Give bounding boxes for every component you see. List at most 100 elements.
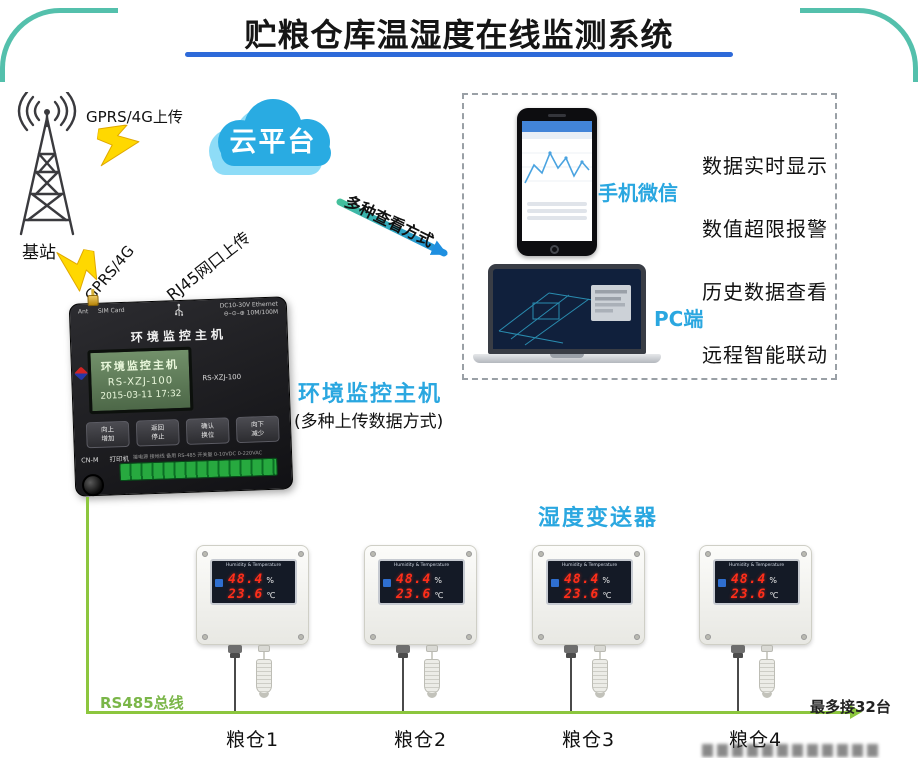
sensor-cable: [737, 657, 739, 711]
display-logo-icon: [383, 579, 391, 587]
screw-icon: [298, 634, 304, 640]
max-units-label: 最多接32台: [810, 698, 891, 716]
cloud-platform-label: 云平台: [229, 127, 317, 158]
probe-cable: [766, 652, 768, 660]
host-sub-label: (多种上传数据方式): [294, 412, 444, 432]
probe-icon: [256, 659, 272, 694]
granary-label: 粮仓2: [393, 729, 448, 751]
screw-icon: [538, 551, 544, 557]
cnm-port-label: CN-M: [81, 455, 99, 465]
probe-cable: [263, 652, 265, 660]
phone-app-subheader: [522, 132, 592, 139]
probe-gland: [426, 645, 438, 652]
probe-gland: [761, 645, 773, 652]
cnm-round-connector: [81, 473, 105, 497]
phone-wechat-label: 手机微信: [598, 181, 678, 205]
lcd-line-3: 2015-03-11 17:32: [100, 388, 182, 402]
lcd-line-1: 环境监控主机: [100, 358, 180, 374]
probe-tip: [595, 693, 605, 698]
cable-gland: [564, 645, 578, 653]
rs485-wire-horizontal: [86, 711, 852, 714]
sensor-enclosure: Humidity & Temperature 48.4% 23.6℃: [532, 545, 645, 645]
cable-gland: [731, 645, 745, 653]
display-logo-icon: [718, 579, 726, 587]
view-arrow-icon: [336, 198, 448, 257]
host-panel-title: 环境监控主机: [130, 327, 228, 345]
cable-gland: [228, 645, 242, 653]
laptop-dashboard-icon: [498, 285, 631, 346]
humidity-unit: %: [266, 576, 274, 585]
granary-label: 粮仓1: [225, 729, 280, 751]
display-logo-icon: [215, 579, 223, 587]
base-station-tower-icon: [17, 92, 77, 236]
screw-icon: [538, 634, 544, 640]
temperature-unit: ℃: [434, 591, 444, 600]
feature-list: 数据实时显示 数值超限报警 历史数据查看 远程智能联动: [702, 150, 828, 368]
probe-tip: [427, 693, 437, 698]
laptop-base: [473, 354, 661, 363]
sensor-enclosure: Humidity & Temperature 48.4% 23.6℃: [364, 545, 477, 645]
probe-cable: [599, 652, 601, 660]
probe-tip: [259, 693, 269, 698]
screw-icon: [202, 634, 208, 640]
button-label: 换位: [201, 430, 215, 440]
screw-icon: [370, 634, 376, 640]
sensor-display: Humidity & Temperature 48.4% 23.6℃: [546, 559, 633, 605]
brand-logo-icon: [74, 366, 89, 381]
probe-icon: [592, 659, 608, 694]
lcd-line-2: RS-XZJ-100: [107, 375, 174, 389]
temperature-value: 23.6: [228, 587, 264, 602]
sensor-display: Humidity & Temperature 48.4% 23.6℃: [713, 559, 800, 605]
base-station-label: 基站: [22, 243, 56, 263]
probe-gland: [594, 645, 606, 652]
host-model-label: RS-XZJ-100: [202, 372, 242, 383]
phone-screen: [522, 121, 592, 241]
temperature-value: 23.6: [731, 587, 767, 602]
cut-off-text-smudge: [702, 744, 882, 757]
sensor-cable: [402, 657, 404, 711]
display-title: Humidity & Temperature: [225, 562, 282, 568]
page-title: 贮粮仓库温湿度在线监测系统: [244, 16, 674, 54]
antenna-connector: [87, 294, 99, 307]
laptop-mockup: [488, 264, 646, 354]
humidity-transmitter-title: 湿度变送器: [538, 506, 659, 531]
humidity-sensor: Humidity & Temperature 48.4% 23.6℃ 粮仓3: [532, 545, 645, 755]
humidity-value: 48.4: [396, 572, 432, 587]
monitoring-host-device: Ant SIM Card DC10-30V Ethernet ⊖–⊙–⊕ 10M…: [68, 288, 294, 497]
cloud-icon: [209, 99, 331, 175]
button-label: 减少: [251, 429, 265, 438]
display-title: Humidity & Temperature: [561, 562, 618, 568]
sensor-cable: [570, 657, 572, 711]
humidity-value: 48.4: [564, 572, 600, 587]
temperature-unit: ℃: [602, 591, 612, 600]
cable-gland-nut: [733, 653, 743, 658]
temperature-value: 23.6: [564, 587, 600, 602]
clients-panel: 手机微信 数据实时显示 数值超限报警 历史数据查看 远程智能联动: [462, 93, 837, 380]
laptop-notch: [550, 354, 584, 358]
humidity-unit: %: [769, 576, 777, 585]
granary-label: 粮仓3: [561, 729, 616, 751]
humidity-value: 48.4: [228, 572, 264, 587]
phone-speaker: [548, 114, 566, 117]
back-stop-button[interactable]: 返回 停止: [135, 419, 180, 447]
smartphone-mockup: [517, 108, 597, 256]
probe-gland: [258, 645, 270, 652]
down-decrease-button[interactable]: 向下 减少: [235, 415, 280, 444]
sensor-display: Humidity & Temperature 48.4% 23.6℃: [210, 559, 297, 605]
cable-gland-nut: [230, 653, 240, 658]
pc-client-label: PC端: [654, 307, 704, 331]
screw-icon: [705, 551, 711, 557]
up-increase-button[interactable]: 向上 增加: [85, 420, 130, 449]
humidity-sensor: Humidity & Temperature 48.4% 23.6℃ 粮仓2: [364, 545, 477, 755]
temperature-unit: ℃: [266, 591, 276, 600]
screw-icon: [634, 634, 640, 640]
ant-port-label: Ant: [77, 308, 89, 316]
rs485-wire-vertical: [86, 497, 89, 713]
title-underline: [185, 52, 733, 57]
lightning-icon: [96, 124, 140, 167]
probe-icon: [424, 659, 440, 694]
confirm-shift-button[interactable]: 确认 换位: [185, 417, 230, 445]
screw-icon: [634, 551, 640, 557]
lightning-icon: [56, 248, 98, 292]
